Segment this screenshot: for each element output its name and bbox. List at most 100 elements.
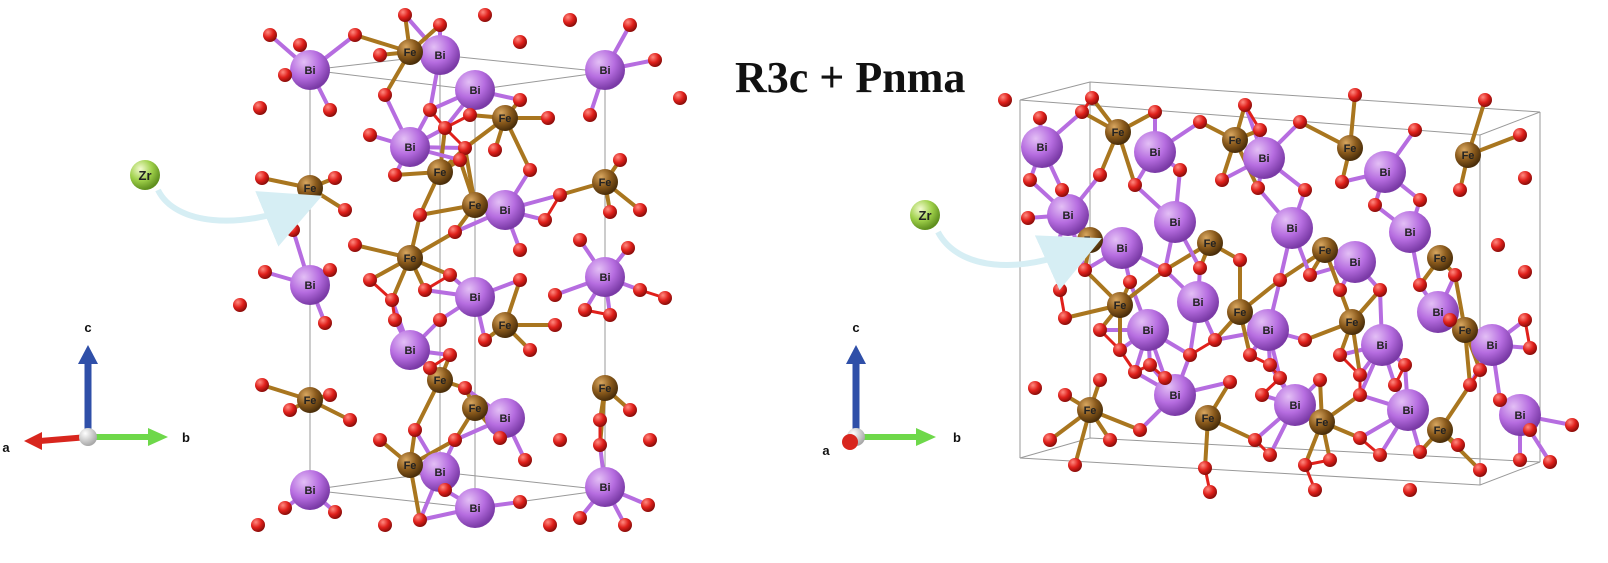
left-structure: BiBiBiBiBiBiBiBiBiBiBiBiBiBiBiFeFeFeFeFe…: [2, 8, 687, 532]
oxygen-atom: [458, 381, 472, 395]
oxygen-atom: [1238, 98, 1252, 112]
oxygen-atom: [1368, 198, 1382, 212]
oxygen-atom: [1443, 313, 1457, 327]
oxygen-atom: [343, 413, 357, 427]
oxygen-atom: [1103, 433, 1117, 447]
oxygen-atom: [1093, 373, 1107, 387]
oxygen-atom: [328, 171, 342, 185]
right-axis-c-label: c: [852, 320, 859, 335]
oxygen-atom: [1478, 93, 1492, 107]
iron-label: Fe: [599, 177, 612, 189]
iron-label: Fe: [599, 383, 612, 395]
oxygen-atom: [1513, 128, 1527, 142]
oxygen-atom: [621, 241, 635, 255]
oxygen-atom: [1243, 348, 1257, 362]
oxygen-atom: [423, 361, 437, 375]
oxygen-atom: [433, 313, 447, 327]
iron-label: Fe: [1462, 150, 1475, 162]
oxygen-atom: [433, 18, 447, 32]
iron-atom: [397, 39, 423, 65]
oxygen-atom: [413, 513, 427, 527]
bismuth-label: Bi: [600, 272, 611, 284]
bismuth-atom: [1021, 126, 1063, 168]
oxygen-atom: [1413, 193, 1427, 207]
oxygen-atom: [373, 433, 387, 447]
oxygen-atom: [613, 153, 627, 167]
bismuth-label: Bi: [1290, 400, 1301, 412]
bismuth-atom: [455, 488, 495, 528]
bismuth-label: Bi: [405, 345, 416, 357]
oxygen-atom: [1493, 393, 1507, 407]
bismuth-atom: [1271, 207, 1313, 249]
oxygen-atom: [593, 438, 607, 452]
oxygen-atom: [1335, 175, 1349, 189]
oxygen-atom: [363, 273, 377, 287]
oxygen-atom: [643, 433, 657, 447]
iron-label: Fe: [404, 253, 417, 265]
left-zr-label: Zr: [139, 168, 152, 183]
oxygen-atom: [1021, 211, 1035, 225]
oxygen-atom: [438, 121, 452, 135]
oxygen-atom: [323, 263, 337, 277]
oxygen-atom: [1403, 483, 1417, 497]
oxygen-atom: [458, 141, 472, 155]
iron-atom: [397, 452, 423, 478]
oxygen-atom: [1353, 431, 1367, 445]
bismuth-atom: [1047, 194, 1089, 236]
axis-origin: [79, 428, 97, 446]
bismuth-atom: [485, 398, 525, 438]
left-axes-triad: c b a: [2, 320, 190, 455]
bismuth-atom: [1154, 201, 1196, 243]
bismuth-atom: [1134, 131, 1176, 173]
bismuth-label: Bi: [500, 205, 511, 217]
oxygen-atom: [1093, 168, 1107, 182]
oxygen-atom: [463, 108, 477, 122]
right-zr-label: Zr: [919, 208, 932, 223]
bismuth-label: Bi: [1170, 390, 1181, 402]
left-axis-a-label: a: [2, 440, 10, 455]
oxygen-atom: [1398, 358, 1412, 372]
right-axis-a-label: a: [822, 443, 830, 458]
oxygen-atom: [658, 291, 672, 305]
iron-atom: [592, 169, 618, 195]
oxygen-atom: [513, 495, 527, 509]
iron-atom: [1105, 119, 1131, 145]
bismuth-label: Bi: [305, 65, 316, 77]
oxygen-atom: [1173, 163, 1187, 177]
oxygen-atom: [583, 108, 597, 122]
oxygen-atom: [1113, 343, 1127, 357]
bismuth-label: Bi: [1487, 340, 1498, 352]
oxygen-atom: [1255, 388, 1269, 402]
oxygen-atom: [1128, 178, 1142, 192]
oxygen-atom: [1518, 171, 1532, 185]
oxygen-atom: [423, 103, 437, 117]
iron-label: Fe: [1112, 127, 1125, 139]
oxygen-atom: [1565, 418, 1579, 432]
right-zr-callout: Zr: [910, 200, 1102, 291]
oxygen-atom: [641, 498, 655, 512]
oxygen-atom: [348, 28, 362, 42]
oxygen-atom: [1193, 115, 1207, 129]
bismuth-label: Bi: [1259, 153, 1270, 165]
iron-label: Fe: [499, 113, 512, 125]
iron-atom: [492, 312, 518, 338]
bismuth-label: Bi: [1037, 142, 1048, 154]
oxygen-atom: [1158, 371, 1172, 385]
bismuth-label: Bi: [305, 485, 316, 497]
right-axis-b-label: b: [953, 430, 961, 445]
oxygen-atom: [408, 423, 422, 437]
oxygen-atom: [348, 238, 362, 252]
bismuth-atom: [1471, 324, 1513, 366]
oxygen-atom: [573, 233, 587, 247]
oxygen-atom: [398, 8, 412, 22]
bismuth-atom: [485, 190, 525, 230]
oxygen-atom: [253, 101, 267, 115]
oxygen-atom: [1143, 358, 1157, 372]
iron-atom: [1337, 135, 1363, 161]
oxygen-atom: [255, 171, 269, 185]
oxygen-atom: [1053, 283, 1067, 297]
oxygen-atom: [623, 18, 637, 32]
oxygen-atom: [1028, 381, 1042, 395]
